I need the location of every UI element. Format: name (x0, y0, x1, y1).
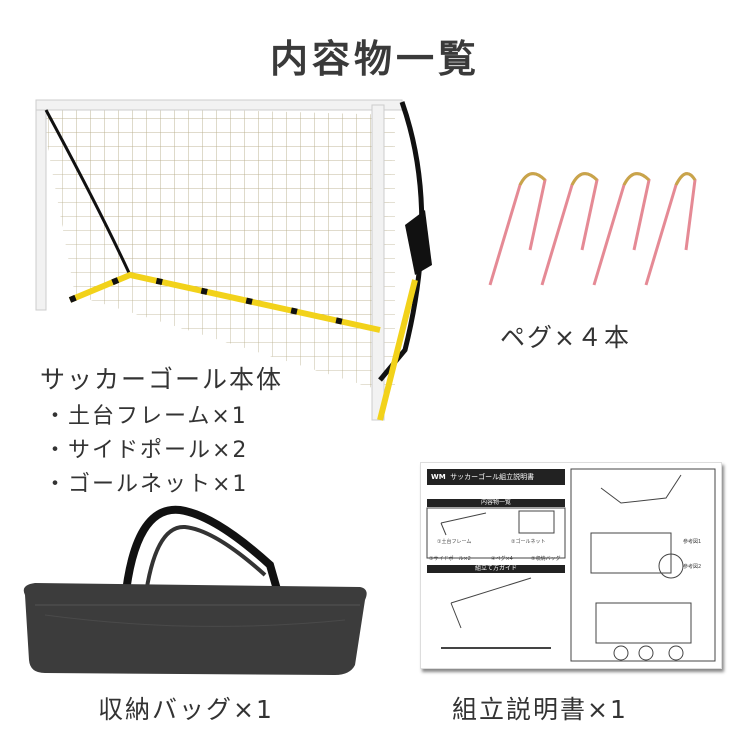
soccer-goal-image (35, 99, 432, 421)
manual-label: 組立説明書×1 (452, 695, 628, 724)
manual-heading: WM サッカーゴール組立説明書 (427, 469, 565, 485)
manual-item: ①土台フレーム (437, 539, 472, 545)
manual-item: ⑤収納バッグ (531, 556, 561, 562)
manual-image: WM サッカーゴール組立説明書 内容物一覧 ①土台フレーム ②ゴールネット ③サ… (420, 462, 722, 669)
manual-section: 組立て方ガイド (427, 565, 565, 573)
goal-part: ・ゴールネット×1 (44, 472, 249, 497)
manual-section: 内容物一覧 (427, 499, 565, 507)
pegs-label: ペグ×４本 (500, 323, 631, 352)
manual-title: サッカーゴール組立説明書 (450, 473, 535, 481)
manual-note: 参考図2 (683, 564, 702, 570)
goal-label: サッカーゴール本体 (40, 365, 284, 394)
pegs-image (488, 172, 697, 286)
manual-logo: WM (431, 473, 446, 481)
goal-part: ・サイドポール×2 (44, 438, 249, 463)
manual-note: 参考図1 (683, 539, 702, 545)
manual-item: ③サイドポール×2 (429, 556, 471, 562)
goal-part: ・土台フレーム×1 (44, 404, 248, 429)
bag-label: 収納バッグ×1 (98, 695, 274, 724)
page-title: 内容物一覧 (269, 37, 480, 81)
manual-item: ②ゴールネット (511, 539, 546, 545)
storage-bag-image (23, 505, 367, 675)
manual-illustrations (426, 468, 716, 662)
manual-item: ④ペグ×4 (491, 556, 513, 562)
